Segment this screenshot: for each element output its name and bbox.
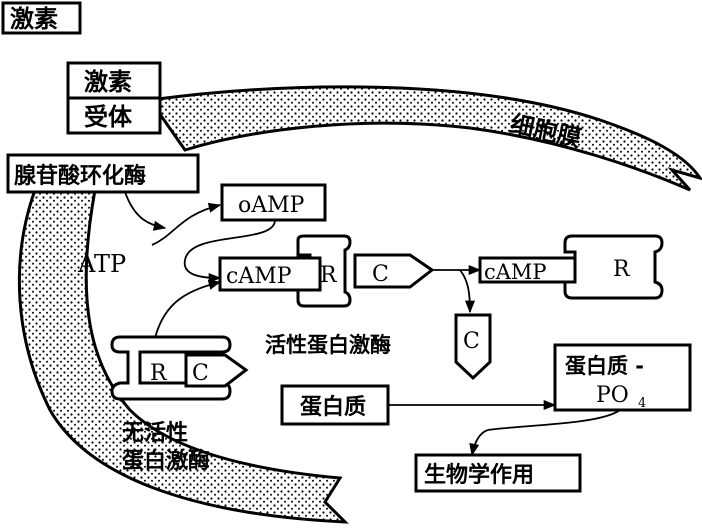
r-label-active: R [320,263,338,288]
camp-label-active: cAMP [226,264,292,289]
catalytic-subunit-free [454,313,492,381]
camp-box-active [218,256,322,292]
oamp-box [220,183,327,222]
camp-box-bound [478,256,577,284]
c-label-inactive: C [192,361,209,386]
atp-to-oamp-arrow [151,202,222,246]
oamp-label: oAMP [238,193,305,218]
c-label-free: C [463,329,480,354]
adenylate-cyclase-label: 腺苷酸环化酶 [14,163,146,189]
adenylate-cyclase-box [6,153,200,194]
effect-arrow [469,409,621,457]
biological-effect-box [414,453,582,493]
cell-membrane-top [147,85,702,192]
cell-membrane-left [17,188,349,524]
po4-subscript: 4 [638,396,646,411]
atp-label: ATP [77,250,126,278]
c-label-active: C [372,262,389,287]
title-box [1,1,82,35]
r-label-free: R [613,257,631,282]
protein-box [280,384,390,426]
inactive-kinase-label-line2: 蛋白激酶 [122,448,210,474]
r-label-inactive: R [150,361,168,386]
biological-effect-label: 生物学作用 [424,462,534,488]
inactive-kinase-label-line1: 无活性 [122,421,188,446]
phosphoprotein-label-line2: PO [596,383,629,408]
regulatory-subunit-free [563,234,664,300]
title: 激素 [10,5,58,33]
phosphoprotein-box [553,343,692,412]
catalytic-subunit-active [353,253,435,289]
phosphoprotein-label-line1: 蛋白质 - [565,354,644,378]
hormone-label: 激素 [84,68,132,96]
inactive-to-active-arrow [154,280,222,339]
receptor-label: 受体 [84,103,133,131]
release-c-arrow [459,269,476,314]
catalytic-subunit-inactive [184,353,249,388]
active-kinase-label: 活性蛋白激酶 [265,333,391,357]
cyclase-to-atp-arrow [124,191,167,231]
camp-label-bound: cAMP [484,260,547,284]
protein-label: 蛋白质 [300,394,366,420]
oamp-to-camp-arrow [183,219,276,284]
receptor-box [66,96,162,135]
